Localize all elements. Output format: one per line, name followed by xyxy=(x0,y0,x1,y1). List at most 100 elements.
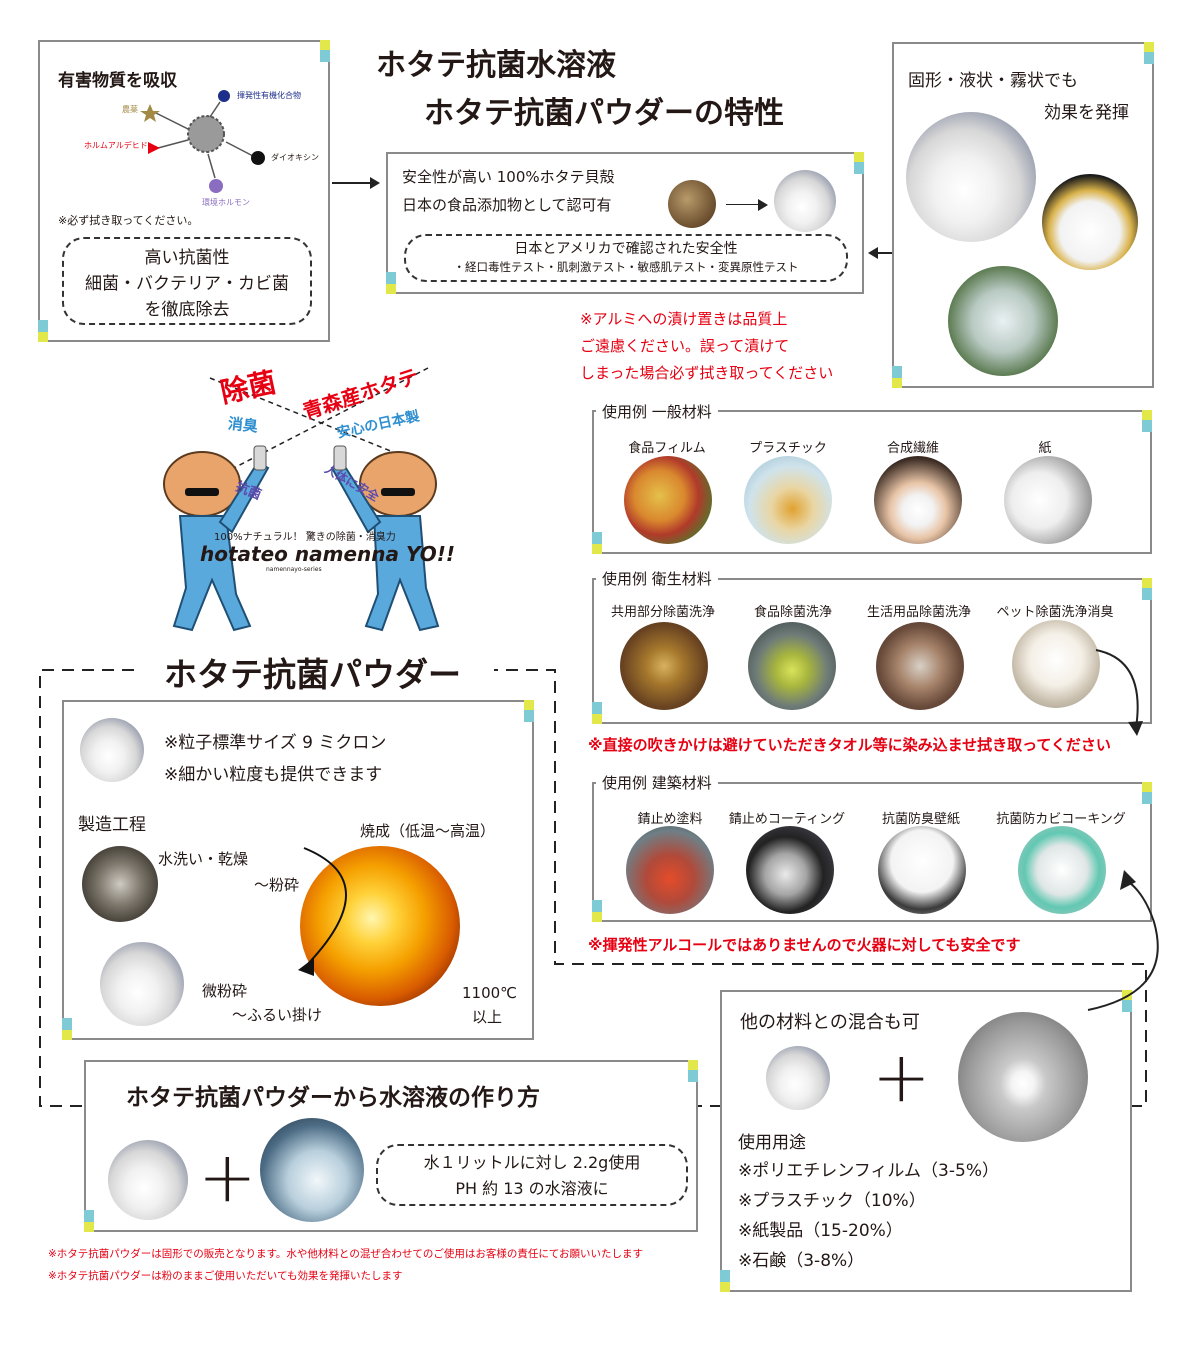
general-materials-label: 使用例 一般材料 xyxy=(596,401,718,422)
mix-box: 他の材料との混合も可 + 使用用途 ※ポリエチレンフィルム（3-5%） ※プラス… xyxy=(720,990,1132,1292)
howto-bubble-line-2: PH 約 13 の水溶液に xyxy=(455,1179,609,1198)
curved-arrow-icon xyxy=(1095,649,1143,736)
mascot-word-blue: 消臭 xyxy=(227,414,259,436)
label-formaldehyde: ホルムアルデヒド xyxy=(84,141,148,150)
paper-image xyxy=(1004,456,1092,544)
uses-title: 使用用途 xyxy=(738,1133,806,1153)
building-materials-label: 使用例 建築材料 xyxy=(596,772,718,793)
mix-title: 他の材料との混合も可 xyxy=(740,1012,920,1033)
temperature-1: 1100℃ xyxy=(462,984,518,1002)
pesticide-star-icon xyxy=(140,104,160,122)
absorb-center-circle xyxy=(187,115,225,153)
plastic-image xyxy=(744,456,832,544)
bubble-line-2: 細菌・バクテリア・カビ菌 xyxy=(85,274,289,294)
food-washing-image xyxy=(748,622,836,710)
absorb-diagram xyxy=(140,90,265,193)
food-film-image xyxy=(624,456,712,544)
step-2: 焼成（低温～高温） xyxy=(360,822,496,840)
powder-title: ホタテ抗菌パウダー xyxy=(152,648,473,696)
plus-icon: + xyxy=(198,1136,257,1218)
general-item-2-label: プラスチック xyxy=(749,441,827,456)
absorb-box: 有害物質を吸収 揮発性有機化合物 農薬 ホルムアルデヒド ダイオキシン 環境ホル… xyxy=(38,40,330,342)
aluminum-note-line-2: ご遠慮ください。誤って漬けて xyxy=(580,337,790,355)
safety-bubble-title: 日本とアメリカで確認された安全性 xyxy=(514,241,738,257)
safety-line-2: 日本の食品添加物として認可有 xyxy=(402,196,612,214)
dioxin-dot-icon xyxy=(251,151,265,165)
liquid-image xyxy=(1042,174,1138,270)
absorb-note: ※必ず拭き取ってください。 xyxy=(58,214,199,227)
arrow-right-icon xyxy=(332,177,380,189)
powder-image xyxy=(108,1140,188,1220)
general-item-3-label: 合成繊維 xyxy=(886,441,939,456)
hygiene-materials-label: 使用例 衛生材料 xyxy=(596,568,718,589)
antibacterial-bubble: 高い抗菌性 細菌・バクテリア・カビ菌 を徹底除去 xyxy=(62,237,312,325)
water-image xyxy=(260,1118,364,1222)
mascot-brand: hotateo namenna YO!! xyxy=(200,542,455,566)
temperature-2: 以上 xyxy=(472,1008,503,1026)
safety-box: 安全性が高い 100%ホタテ貝殻 日本の食品添加物として認可有 日本とアメリカで… xyxy=(386,152,864,294)
howto-bubble-line-1: 水１リットルに対し 2.2g使用 xyxy=(423,1153,641,1172)
use-2: ※プラスチック（10%） xyxy=(738,1191,926,1211)
label-hormone: 環境ホルモン xyxy=(202,198,250,207)
scallop-shell-image xyxy=(668,180,716,228)
rust-paint-image xyxy=(626,826,714,914)
hygiene-item-3-label: 生活用品除菌洗浄 xyxy=(866,605,971,620)
firing-image xyxy=(300,846,460,1006)
arrow-right-icon xyxy=(726,199,768,211)
wallpaper-image xyxy=(878,826,966,914)
building-item-3-label: 抗菌防臭壁紙 xyxy=(881,812,960,827)
forms-line-2: 効果を発揮 xyxy=(1044,103,1129,123)
hygiene-item-1-label: 共用部分除菌洗浄 xyxy=(610,605,715,620)
howto-title: ホタテ抗菌パウダーから水溶液の作り方 xyxy=(126,1085,540,1111)
hygiene-item-4-label: ペット除菌洗浄消臭 xyxy=(996,605,1114,620)
howto-box: ホタテ抗菌パウダーから水溶液の作り方 + 水１リットルに対し 2.2g使用 PH… xyxy=(84,1060,698,1232)
synthetic-fiber-image xyxy=(874,456,962,544)
arrow-left-icon xyxy=(868,247,906,259)
fire-note: ※揮発性アルコールではありませんので火器に対しても安全です xyxy=(588,936,1021,954)
hygiene-item-2-label: 食品除菌洗浄 xyxy=(753,605,832,620)
safety-bubble: 日本とアメリカで確認された安全性 ・経口毒性テスト・肌刺激テスト・敏感肌テスト・… xyxy=(404,234,848,282)
safety-bubble-tests: ・経口毒性テスト・肌刺激テスト・敏感肌テスト・変異原性テスト xyxy=(453,260,799,274)
fine-powder-image xyxy=(100,942,184,1026)
label-pesticide: 農薬 xyxy=(122,105,138,114)
spray-image xyxy=(948,266,1058,376)
bubble-line-3: を徹底除去 xyxy=(144,300,230,320)
doorknob-image xyxy=(620,622,708,710)
use-1: ※ポリエチレンフィルム（3-5%） xyxy=(738,1161,999,1181)
mascot-illustration xyxy=(163,367,440,632)
aluminum-note-line-3: しまった場合必ず拭き取ってください xyxy=(580,364,834,382)
spray-note: ※直接の吹きかけは避けていただきタオル等に染み込ませ拭き取ってください xyxy=(588,736,1111,754)
forms-box: 固形・液状・霧状でも 効果を発揮 xyxy=(892,42,1154,388)
step-3b: ～ふるい掛け xyxy=(232,1006,323,1024)
building-item-2-label: 錆止めコーティング xyxy=(728,812,846,827)
absorb-heading: 有害物質を吸収 xyxy=(58,71,177,91)
footer-note-1: ※ホタテ抗菌パウダーは固形での販売となります。水や他材料との混ぜ合わせてのご使用… xyxy=(48,1248,644,1260)
title-line-1: ホタテ抗菌水溶液 xyxy=(376,48,616,83)
mascot-tagline: 100%ナチュラル！ 驚きの除菌・消臭力 xyxy=(214,532,396,543)
powder-info-box: ※粒子標準サイズ 9 ミクロン ※細かい粒度も提供できます 製造工程 水洗い・乾… xyxy=(62,700,534,1040)
particle-size: ※粒子標準サイズ 9 ミクロン xyxy=(164,733,387,753)
formaldehyde-triangle-icon xyxy=(148,142,160,154)
solid-powder-image xyxy=(906,112,1036,242)
safety-line-1: 安全性が高い 100%ホタテ貝殻 xyxy=(402,168,615,186)
powder-image xyxy=(80,718,144,782)
aluminum-note: ※アルミへの漬け置きは品質上 ご遠慮ください。誤って漬けて しまった場合必ず拭き… xyxy=(580,306,833,387)
process-title: 製造工程 xyxy=(78,815,146,835)
howto-bubble: 水１リットルに対し 2.2g使用 PH 約 13 の水溶液に xyxy=(376,1144,688,1206)
shell-pile-image xyxy=(82,846,158,922)
bubble-line-1: 高い抗菌性 xyxy=(144,248,230,268)
household-items-image xyxy=(876,622,964,710)
general-item-4-label: 紙 xyxy=(1038,441,1052,456)
general-item-1-label: 食品フィルム xyxy=(628,441,706,456)
label-dioxin: ダイオキシン xyxy=(271,153,319,162)
mixed-material-image xyxy=(958,1012,1088,1142)
fine-grain: ※細かい粒度も提供できます xyxy=(164,765,383,785)
label-voc: 揮発性有機化合物 xyxy=(237,91,301,100)
powder-dashed-frame xyxy=(38,668,1148,1108)
hormone-dot-icon xyxy=(209,179,223,193)
building-item-4-label: 抗菌防カビコーキング xyxy=(996,812,1126,827)
curved-arrow-icon xyxy=(298,847,347,976)
curved-arrow-icon xyxy=(1087,870,1159,1011)
powder-image xyxy=(774,170,836,232)
use-3: ※紙製品（15-20%） xyxy=(738,1221,903,1241)
